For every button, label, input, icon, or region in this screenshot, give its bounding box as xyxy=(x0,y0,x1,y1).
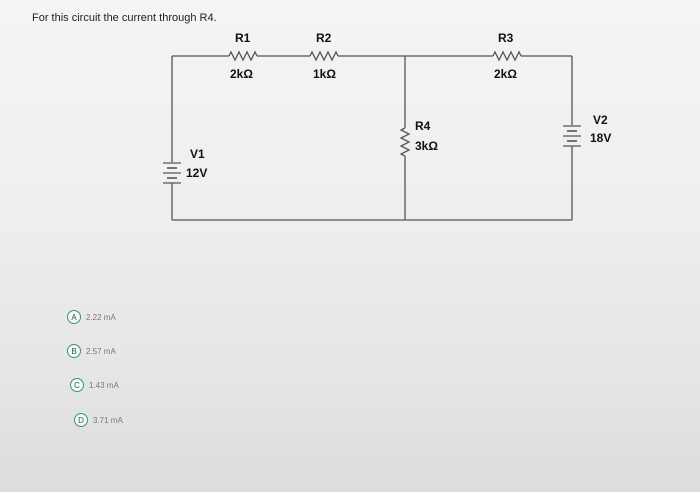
option-c[interactable]: C 1.43 mA xyxy=(70,378,119,392)
resistor-r4-symbol xyxy=(399,127,411,157)
option-a[interactable]: A 2.22 mA xyxy=(67,310,116,324)
question-text: For this circuit the current through R4. xyxy=(32,12,217,24)
r2-name-label: R2 xyxy=(316,31,332,45)
v1-value-label: 12V xyxy=(186,166,207,180)
option-b[interactable]: B 2.57 mA xyxy=(67,344,116,358)
r4-name-label: R4 xyxy=(415,119,431,133)
battery-v1-symbol xyxy=(163,162,181,184)
option-a-bubble[interactable]: A xyxy=(67,310,81,324)
r1-value-label: 2kΩ xyxy=(230,67,253,81)
option-c-bubble[interactable]: C xyxy=(70,378,84,392)
option-d-bubble[interactable]: D xyxy=(74,413,88,427)
r3-name-label: R3 xyxy=(498,31,514,45)
r2-value-label: 1kΩ xyxy=(313,67,336,81)
option-a-text: 2.22 mA xyxy=(86,312,116,322)
option-c-text: 1.43 mA xyxy=(89,380,119,390)
v1-name-label: V1 xyxy=(190,147,205,161)
r1-name-label: R1 xyxy=(235,31,251,45)
r4-value-label: 3kΩ xyxy=(415,139,438,153)
option-d-text: 3.71 mA xyxy=(93,415,123,425)
option-b-text: 2.57 mA xyxy=(86,346,116,356)
option-b-bubble[interactable]: B xyxy=(67,344,81,358)
r3-value-label: 2kΩ xyxy=(494,67,517,81)
v2-value-label: 18V xyxy=(590,131,611,145)
resistor-r1-symbol xyxy=(228,50,258,62)
resistor-r3-symbol xyxy=(492,50,522,62)
v2-name-label: V2 xyxy=(593,113,608,127)
battery-v2-symbol xyxy=(563,125,581,147)
resistor-r2-symbol xyxy=(309,50,339,62)
option-d[interactable]: D 3.71 mA xyxy=(74,413,123,427)
